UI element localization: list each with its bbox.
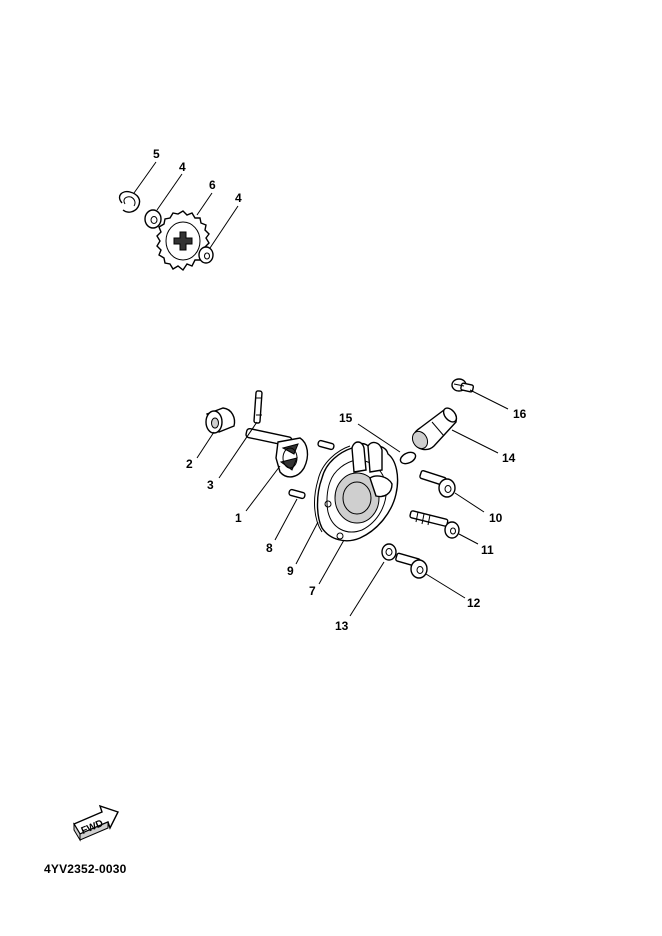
leader-4a bbox=[156, 173, 183, 211]
callout-4b: 4 bbox=[235, 191, 242, 205]
leader-16 bbox=[469, 389, 509, 410]
leader-8 bbox=[274, 498, 298, 541]
leader-12 bbox=[425, 573, 466, 599]
part-14-hose-fitting bbox=[411, 407, 458, 451]
part-6-gear bbox=[156, 210, 210, 272]
callout-16: 16 bbox=[513, 407, 527, 421]
callout-2: 2 bbox=[186, 457, 193, 471]
fwd-arrow-icon: FWD bbox=[72, 804, 119, 842]
part-4-washer-right bbox=[198, 246, 214, 264]
leader-1 bbox=[245, 465, 281, 512]
callout-6: 6 bbox=[209, 178, 216, 192]
part-4-washer-left bbox=[144, 209, 162, 229]
diagram-code: 4YV2352-0030 bbox=[44, 862, 127, 876]
part-11-bolt bbox=[409, 510, 460, 539]
part-15-o-ring bbox=[399, 451, 417, 465]
callout-13: 13 bbox=[335, 619, 349, 633]
callout-8: 8 bbox=[266, 541, 273, 555]
part-9-gasket bbox=[314, 445, 351, 533]
part-8-pin bbox=[317, 439, 335, 451]
leader-4b bbox=[209, 205, 239, 249]
leader-10 bbox=[454, 492, 485, 513]
leader-14 bbox=[451, 429, 499, 454]
callout-12: 12 bbox=[467, 596, 481, 610]
leader-3 bbox=[218, 421, 258, 479]
leader-9 bbox=[295, 521, 319, 565]
part-8-pin-lower bbox=[288, 488, 306, 500]
part-13-washer bbox=[381, 543, 397, 561]
part-12-bolt bbox=[395, 552, 428, 579]
callout-11: 11 bbox=[481, 543, 494, 557]
part-5-circlip bbox=[118, 190, 141, 213]
leader-11 bbox=[458, 533, 479, 545]
leader-13 bbox=[349, 561, 385, 617]
callout-14: 14 bbox=[502, 451, 516, 465]
gear-assembly bbox=[118, 161, 239, 272]
leader-6 bbox=[196, 192, 213, 216]
callout-4a: 4 bbox=[179, 160, 186, 174]
part-1-impeller-shaft bbox=[245, 427, 309, 478]
callout-7: 7 bbox=[309, 584, 316, 598]
leader-7 bbox=[318, 539, 345, 585]
part-10-bolt bbox=[419, 469, 456, 498]
leader-2 bbox=[196, 431, 215, 459]
leader-15 bbox=[357, 423, 401, 453]
part-2-bearing bbox=[205, 407, 236, 434]
callout-1: 1 bbox=[235, 511, 242, 525]
pump-assembly bbox=[196, 378, 509, 617]
callout-9: 9 bbox=[287, 564, 294, 578]
callout-5: 5 bbox=[153, 147, 160, 161]
callout-15: 15 bbox=[339, 411, 353, 425]
part-7-pump-housing bbox=[316, 441, 399, 542]
leader-5 bbox=[133, 161, 157, 194]
part-3-pin bbox=[253, 390, 263, 424]
callout-10: 10 bbox=[489, 511, 503, 525]
callout-3: 3 bbox=[207, 478, 214, 492]
